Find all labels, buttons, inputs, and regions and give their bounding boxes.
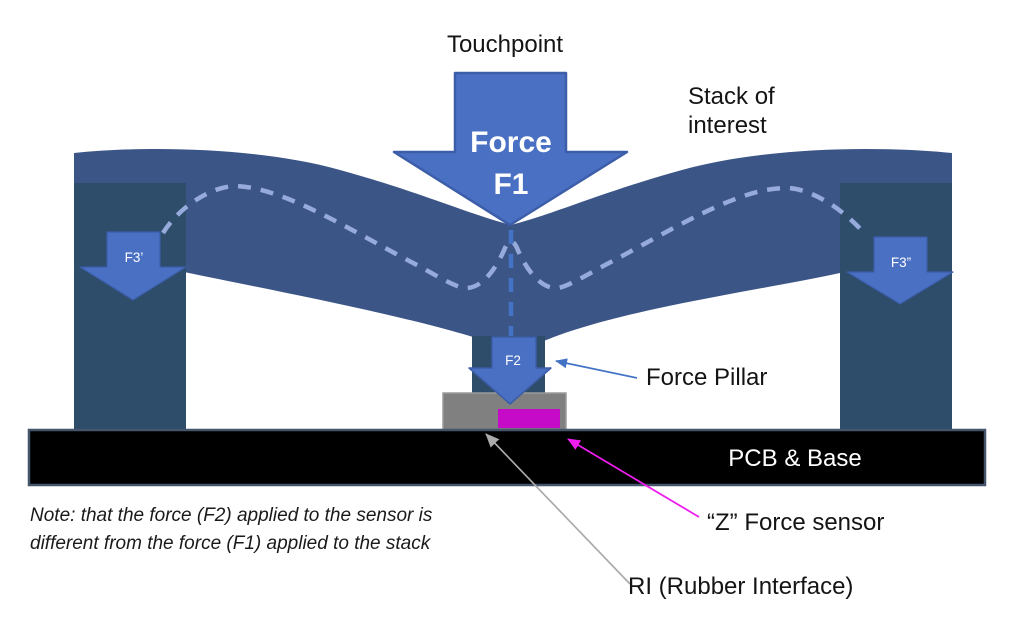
force-f1-label-line2: F1 [493,168,528,201]
rubber-interface-pointer-line [485,433,631,585]
force-flow-dashed-curve [161,183,866,291]
f3-left-label: F3’ [125,250,144,265]
note-text-line2: different from the force (F1) applied to… [30,533,432,554]
f3-left-arrow [79,231,187,301]
f2-label: F2 [505,353,521,368]
f1-arrow [392,71,629,227]
note-text-line1: Note: that the force (F2) applied to the… [30,505,433,526]
right-pillar [840,183,952,430]
f2-arrow [468,336,552,405]
left-pillar [74,183,186,430]
force-pillar-pointer-line [555,358,638,379]
force-f1-label-line1: Force [470,126,552,159]
z-force-sensor-block [498,409,560,428]
f3-right-label: F3” [891,255,911,270]
f3-right-arrow [846,236,954,305]
stack-of-interest-label-line2: interest [688,112,767,139]
pcb-base-label: PCB & Base [728,445,861,472]
pcb-base-bar [27,428,987,487]
touchpoint-label: Touchpoint [447,31,563,58]
rubber-interface-label: RI (Rubber Interface) [628,573,853,600]
z-force-sensor-label: “Z” Force sensor [707,509,884,536]
force-pillar-label: Force Pillar [646,364,767,391]
stack-of-interest-label-line1: Stack of [688,83,775,110]
z-sensor-pointer-line [567,438,700,518]
